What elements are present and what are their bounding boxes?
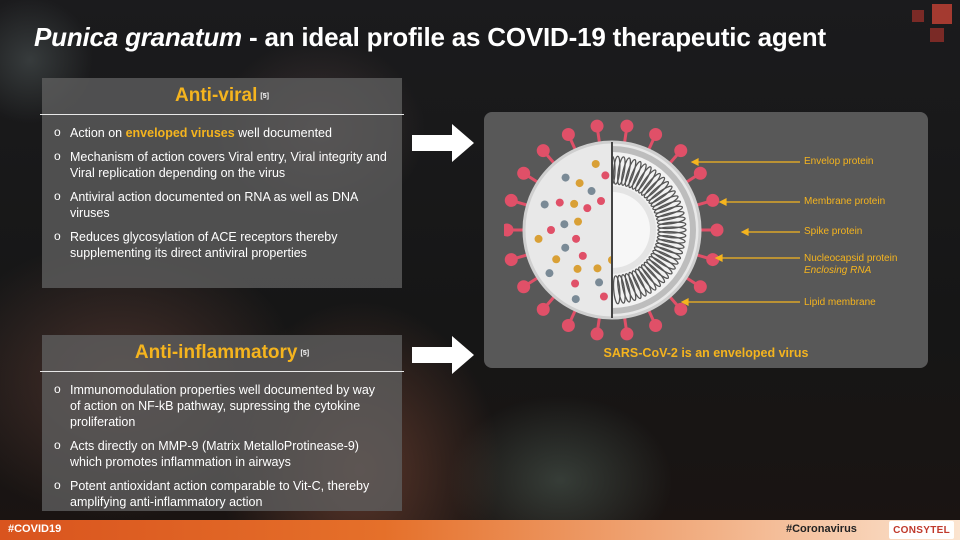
antiinflammatory-ref: [5] [300,349,310,357]
page-title: Punica granatum - an ideal profile as CO… [34,22,826,53]
logo-text: CONSYTEL [893,524,950,536]
bullet: o [54,438,61,452]
label-envelop-protein: Envelop protein [804,156,874,167]
bullet: o [54,125,61,139]
consytel-logo: CONSYTEL [889,521,954,539]
leader-lines [680,158,800,306]
label-lipid-membrane: Lipid membrane [804,297,876,308]
bullet: o [54,149,61,163]
footer-hashtag-covid: #COVID19 [8,523,62,535]
title-rest: - an ideal profile as COVID-19 therapeut… [241,22,826,52]
antiinflammatory-heading: Anti-inflammatory [134,342,298,363]
item-text: Antiviral action documented on RNA as we… [70,190,358,220]
list-item: o Potent antioxidant action comparable to… [54,478,388,510]
antiviral-panel: Anti-viral[5] o Action on enveloped virus… [40,78,404,288]
arrow-right-icon [412,124,474,162]
list-item: o Reduces glycosylation of ACE receptors … [54,229,388,261]
item-text: Action on [70,126,126,140]
item-text: Potent antioxidant action comparable to … [70,479,370,509]
list-item: o Antiviral action documented on RNA as w… [54,189,388,221]
item-text: Reduces glycosylation of ACE receptors t… [70,230,338,260]
decor-square-3 [930,28,944,42]
label-enclosing-rna: Enclosing RNA [804,265,872,276]
decor-square-2 [932,4,952,24]
list-item: o Acts directly on MMP-9 (Matrix MetalloP… [54,438,388,470]
antiinflammatory-header: Anti-inflammatory[5] [40,335,404,372]
bullet: o [54,229,61,243]
list-item: o Mechanism of action covers Viral entry,… [54,149,388,181]
list-item: o Action on enveloped viruses well docume… [54,125,388,141]
label-spike-protein: Spike protein [804,226,863,237]
item-text: well documented [234,126,332,140]
item-text: Mechanism of action covers Viral entry, … [70,150,387,180]
antiviral-header: Anti-viral[5] [40,78,404,115]
label-nucleocapsid-protein: Nucleocapsid protein [804,253,898,264]
virus-caption: SARS-CoV-2 is an enveloped virus [603,346,809,360]
virus-diagram-panel: Envelop protein Membrane protein Spike p… [484,112,928,368]
antiinflammatory-panel: Anti-inflammatory[5] o Immunomodulation p… [40,335,404,511]
sars-cov-2-illustration [504,119,724,341]
highlight-text: enveloped viruses [125,126,235,140]
list-item: o Immunomodulation properties well docume… [54,382,388,430]
bullet: o [54,478,61,492]
item-text: Acts directly on MMP-9 (Matrix MetalloPr… [70,439,359,469]
item-text: Immunomodulation properties well documen… [70,383,376,429]
decor-square-1 [912,10,924,22]
bullet: o [54,382,61,396]
footer-hashtag-coronavirus: #Coronavirus [786,523,857,535]
arrow-right-icon [412,336,474,374]
label-membrane-protein: Membrane protein [804,196,886,207]
antiviral-ref: [5] [260,92,269,100]
bullet: o [54,189,61,203]
antiviral-heading: Anti-viral [175,85,258,106]
antiinflammatory-list: o Immunomodulation properties well docume… [42,372,402,510]
antiviral-list: o Action on enveloped viruses well docume… [42,115,402,261]
footer-bar: #COVID19 #Coronavirus CONSYTEL [0,520,960,540]
title-italic: Punica granatum [34,22,242,52]
